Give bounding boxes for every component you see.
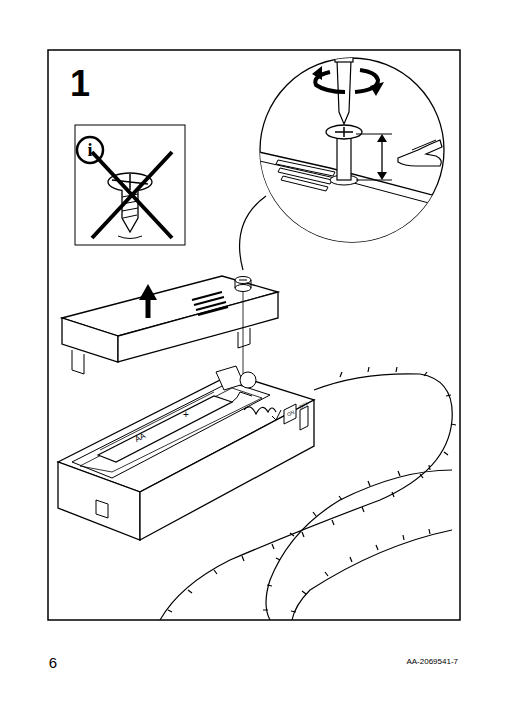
battery-box xyxy=(58,366,314,540)
step-frame xyxy=(48,50,460,620)
step-number: 1 xyxy=(70,66,90,102)
document-code: AA-2069541-7 xyxy=(406,658,458,666)
battery-lid xyxy=(62,276,278,380)
info-symbol: i xyxy=(87,141,92,159)
polarity-mark: + xyxy=(183,410,189,420)
light-string xyxy=(160,367,456,620)
detail-magnifier xyxy=(240,40,470,270)
page-number: 6 xyxy=(49,655,57,670)
info-box xyxy=(75,125,185,245)
